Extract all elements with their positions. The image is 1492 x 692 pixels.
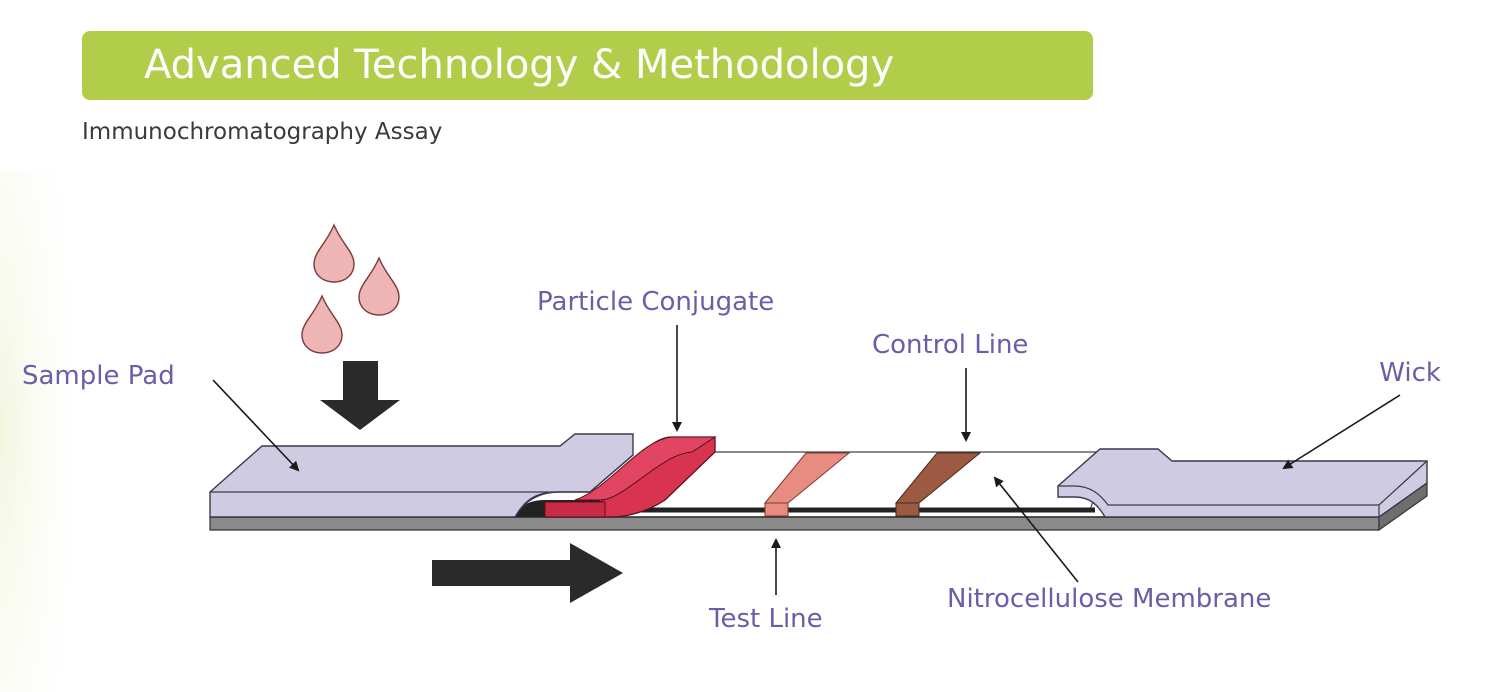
page-title: Advanced Technology & Methodology	[144, 42, 895, 88]
label-test-line: Test Line	[708, 604, 823, 634]
sample-pad-shape	[209, 433, 634, 518]
arrow-right-icon	[432, 543, 623, 603]
particle-conjugate-pad	[544, 436, 717, 518]
background-decoration	[0, 170, 90, 692]
droplet-icon	[313, 223, 355, 283]
label-control-line: Control Line	[872, 330, 1028, 360]
pointer-lines	[212, 325, 1401, 595]
wick-shape	[1057, 448, 1428, 518]
droplet-icon	[301, 294, 343, 354]
control-line-band	[894, 452, 982, 517]
title-banner: Advanced Technology & Methodology	[82, 31, 1093, 100]
sample-droplets	[301, 223, 400, 354]
membrane-pointer	[993, 476, 1079, 583]
sample-pad-pointer	[212, 379, 300, 472]
label-particle-conjugate: Particle Conjugate	[537, 287, 774, 317]
wick-pointer	[1282, 394, 1401, 470]
label-wick: Wick	[1379, 358, 1441, 388]
label-sample-pad: Sample Pad	[22, 361, 175, 391]
arrow-down-icon	[320, 361, 400, 430]
page-subtitle: Immunochromatography Assay	[82, 119, 443, 145]
droplet-icon	[358, 256, 400, 316]
test-line-band	[763, 452, 851, 517]
label-nitrocellulose-membrane: Nitrocellulose Membrane	[947, 584, 1271, 614]
